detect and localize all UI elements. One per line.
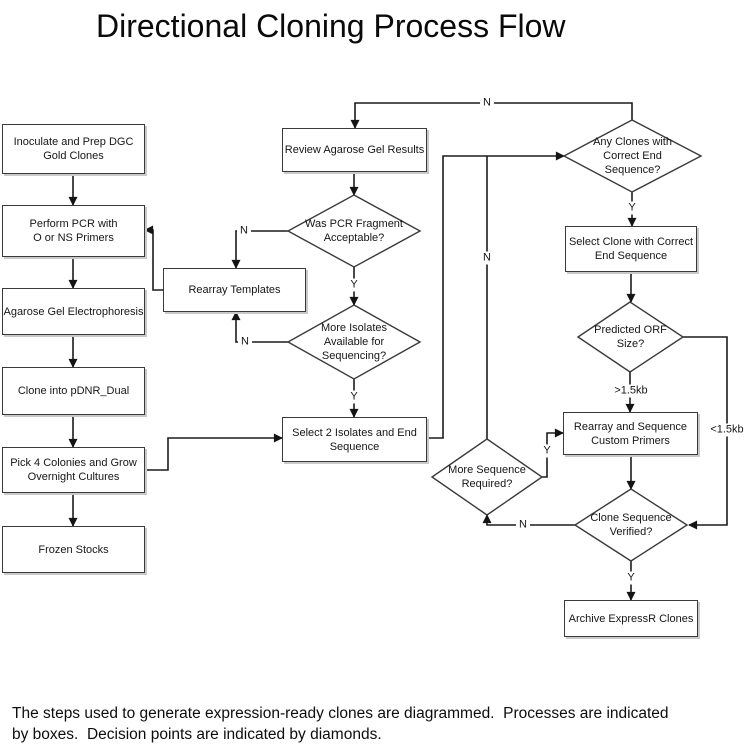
process-box-inoculate: Inoculate and Prep DGC Gold Clones — [2, 124, 145, 174]
process-label-rearray-sequence: Rearray and Sequence Custom Primers — [573, 420, 688, 447]
decision-diamond-predicted-orf — [576, 301, 685, 373]
process-label-select-clone: Select Clone with Correct End Sequence — [568, 236, 694, 262]
figure-caption: The steps used to generate expression-re… — [12, 705, 669, 743]
edge-pick-to-select2 — [145, 433, 283, 471]
decision-diamond-any-clones — [562, 119, 703, 193]
process-label-review-gel: Review Agarose Gel Results — [284, 144, 425, 156]
decision-label-any-clones: Any Clones with Correct End Sequence? — [564, 120, 701, 192]
decision-text-more-isolates: More Isolates Available for Sequencing? — [320, 322, 388, 362]
edge-label-was-pcr-no: N — [237, 224, 251, 238]
edge-label-clone-verified-yes: Y — [624, 571, 638, 585]
decision-label-clone-verified: Clone Sequence Verified? — [575, 489, 687, 561]
edge-label-clone-verified-no: N — [516, 518, 530, 532]
edge-select2-to-anyclones — [427, 151, 565, 439]
edge-label-orf-small: <1.5kb — [707, 423, 745, 437]
process-label-rearray-templates: Rearray Templates — [188, 284, 281, 296]
process-label-inoculate: Inoculate and Prep DGC Gold Clones — [13, 136, 134, 162]
process-box-pick-colonies: Pick 4 Colonies and Grow Overnight Cultu… — [2, 447, 145, 493]
decision-diamond-clone-verified — [573, 488, 689, 562]
decision-diamond-more-isolates — [286, 304, 422, 380]
decision-diamond-was-pcr — [286, 194, 422, 268]
process-label-perform-pcr: Perform PCR with O or NS Primers — [29, 218, 118, 244]
process-box-rearray-sequence: Rearray and Sequence Custom Primers — [563, 412, 698, 455]
decision-text-predicted-orf: Predicted ORF Size? — [594, 324, 667, 350]
edge-label-was-pcr-yes: Y — [347, 278, 361, 292]
process-label-select-isolates: Select 2 Isolates and End Sequence — [292, 426, 417, 453]
decision-text-any-clones: Any Clones with Correct End Sequence? — [593, 136, 672, 176]
process-box-select-clone: Select Clone with Correct End Sequence — [565, 226, 697, 272]
decision-label-more-isolates: More Isolates Available for Sequencing? — [288, 305, 420, 379]
edge-label-more-isolates-no: N — [238, 335, 252, 349]
process-box-archive: Archive ExpressR Clones — [564, 600, 698, 637]
edge-label-more-isolates-yes: Y — [347, 390, 361, 404]
process-box-clone-pdnr: Clone into pDNR_Dual — [2, 367, 145, 415]
decision-text-was-pcr: Was PCR Fragment Acceptable? — [304, 218, 403, 244]
edge-label-any-clones-no: N — [480, 96, 494, 110]
process-box-select-isolates: Select 2 Isolates and End Sequence — [282, 417, 427, 462]
process-label-frozen-stocks: Frozen Stocks — [38, 543, 109, 556]
process-box-review-gel: Review Agarose Gel Results — [282, 128, 427, 172]
process-box-frozen-stocks: Frozen Stocks — [2, 526, 145, 573]
edge-label-orf-large: >1.5kb — [611, 384, 651, 398]
edge-waspcr-no-to-rearray — [231, 230, 288, 269]
decision-label-more-sequence: More Sequence Required? — [432, 439, 542, 515]
process-box-agarose-gel: Agarose Gel Electrophoresis — [2, 288, 145, 335]
decision-diamond-more-sequence — [430, 438, 544, 516]
edge-label-more-sequence-no: N — [480, 251, 494, 265]
process-label-pick-colonies: Pick 4 Colonies and Grow Overnight Cultu… — [10, 457, 137, 483]
decision-label-predicted-orf: Predicted ORF Size? — [578, 302, 683, 372]
edge-label-more-sequence-yes: Y — [540, 444, 554, 458]
process-box-perform-pcr: Perform PCR with O or NS Primers — [2, 205, 145, 257]
process-label-agarose-gel: Agarose Gel Electrophoresis — [3, 305, 144, 318]
edge-label-any-clones-yes: Y — [625, 201, 639, 215]
process-label-clone-pdnr: Clone into pDNR_Dual — [17, 385, 130, 397]
process-box-rearray-templates: Rearray Templates — [163, 268, 306, 312]
decision-text-clone-verified: Clone Sequence Verified? — [590, 512, 672, 538]
edge-verified-no-to-moresequence — [482, 514, 575, 526]
process-label-archive: Archive ExpressR Clones — [568, 612, 694, 625]
edge-rearray-to-pcr — [144, 225, 163, 291]
diagram-title: Directional Cloning Process Flow — [96, 8, 566, 44]
decision-label-was-pcr: Was PCR Fragment Acceptable? — [288, 195, 420, 267]
edge-moreisolates-no-to-rearray — [231, 311, 288, 343]
decision-text-more-sequence: More Sequence Required? — [448, 464, 526, 490]
